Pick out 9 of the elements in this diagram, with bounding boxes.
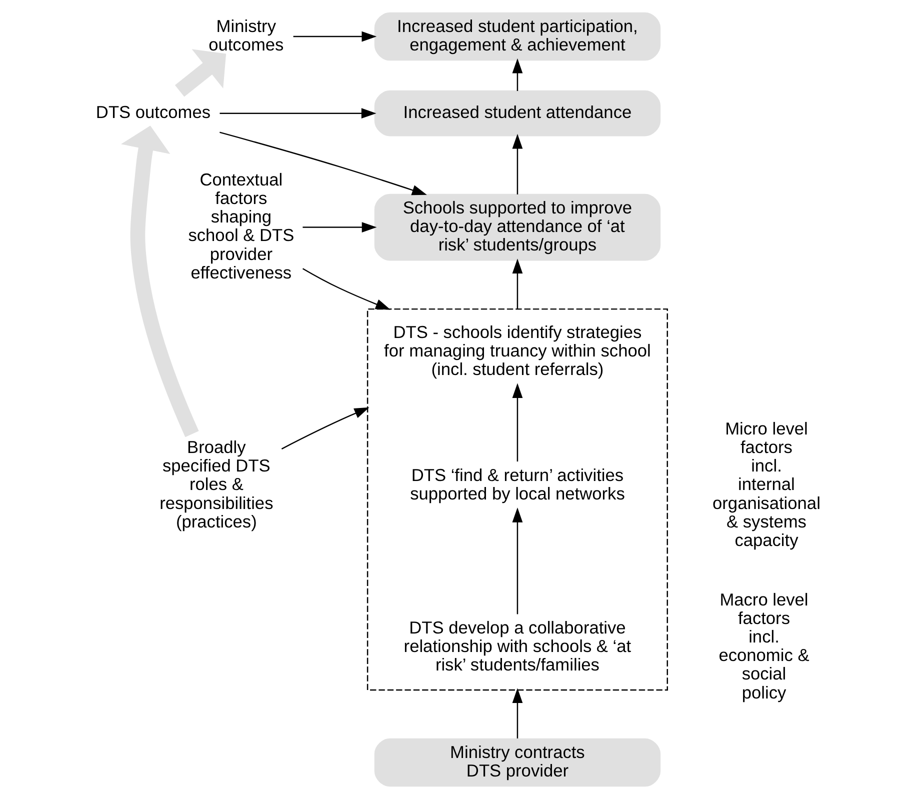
node-text: DTS - schools identify strategies for managing truancy within school (incl. student referrals) — [384, 322, 651, 379]
node-text: DTS outcomes — [96, 102, 211, 122]
node-text: Broadly specified DTS roles & responsibilities (practices) — [160, 437, 274, 532]
node-text: DTS develop a collaborative relationship with schools & ‘at risk’ students/families — [404, 617, 632, 674]
label: Micro level factors incl. internal organisational & systems capacity — [712, 418, 820, 550]
node-text: Ministry outcomes — [208, 16, 284, 54]
label: Macro level factors incl. economic & social policy — [718, 589, 810, 702]
node-text: DTS ‘find & return’ activities supported by local networks — [410, 464, 625, 504]
node-text: Contextual factors shaping school & DTS provider effectiveness — [188, 169, 294, 282]
